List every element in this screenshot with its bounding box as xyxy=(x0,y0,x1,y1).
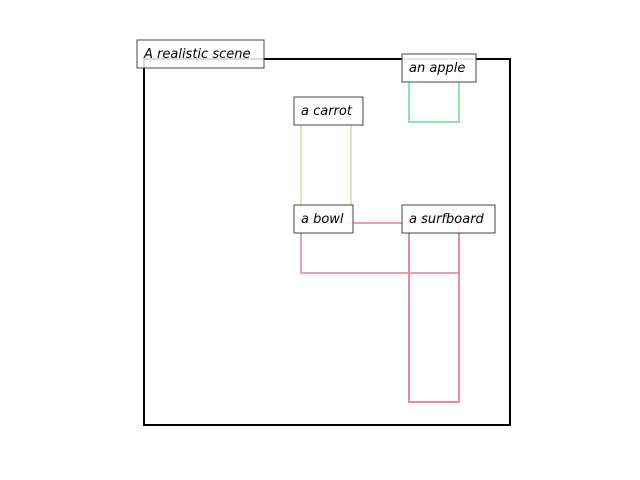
carrot-label-text: a carrot xyxy=(301,104,353,119)
scene-frame xyxy=(143,58,511,426)
apple-label: an apple xyxy=(401,53,477,83)
bowl-label: a bowl xyxy=(293,204,354,234)
carrot-label: a carrot xyxy=(293,96,364,126)
scene-title-text: A realistic scene xyxy=(143,47,250,62)
surfboard-box xyxy=(408,217,460,403)
apple-label-text: an apple xyxy=(409,61,465,76)
bowl-label-text: a bowl xyxy=(301,212,344,227)
scene-title-label: A realistic scene xyxy=(136,39,265,69)
surfboard-label: a surfboard xyxy=(401,204,496,234)
surfboard-label-text: a surfboard xyxy=(409,212,485,227)
